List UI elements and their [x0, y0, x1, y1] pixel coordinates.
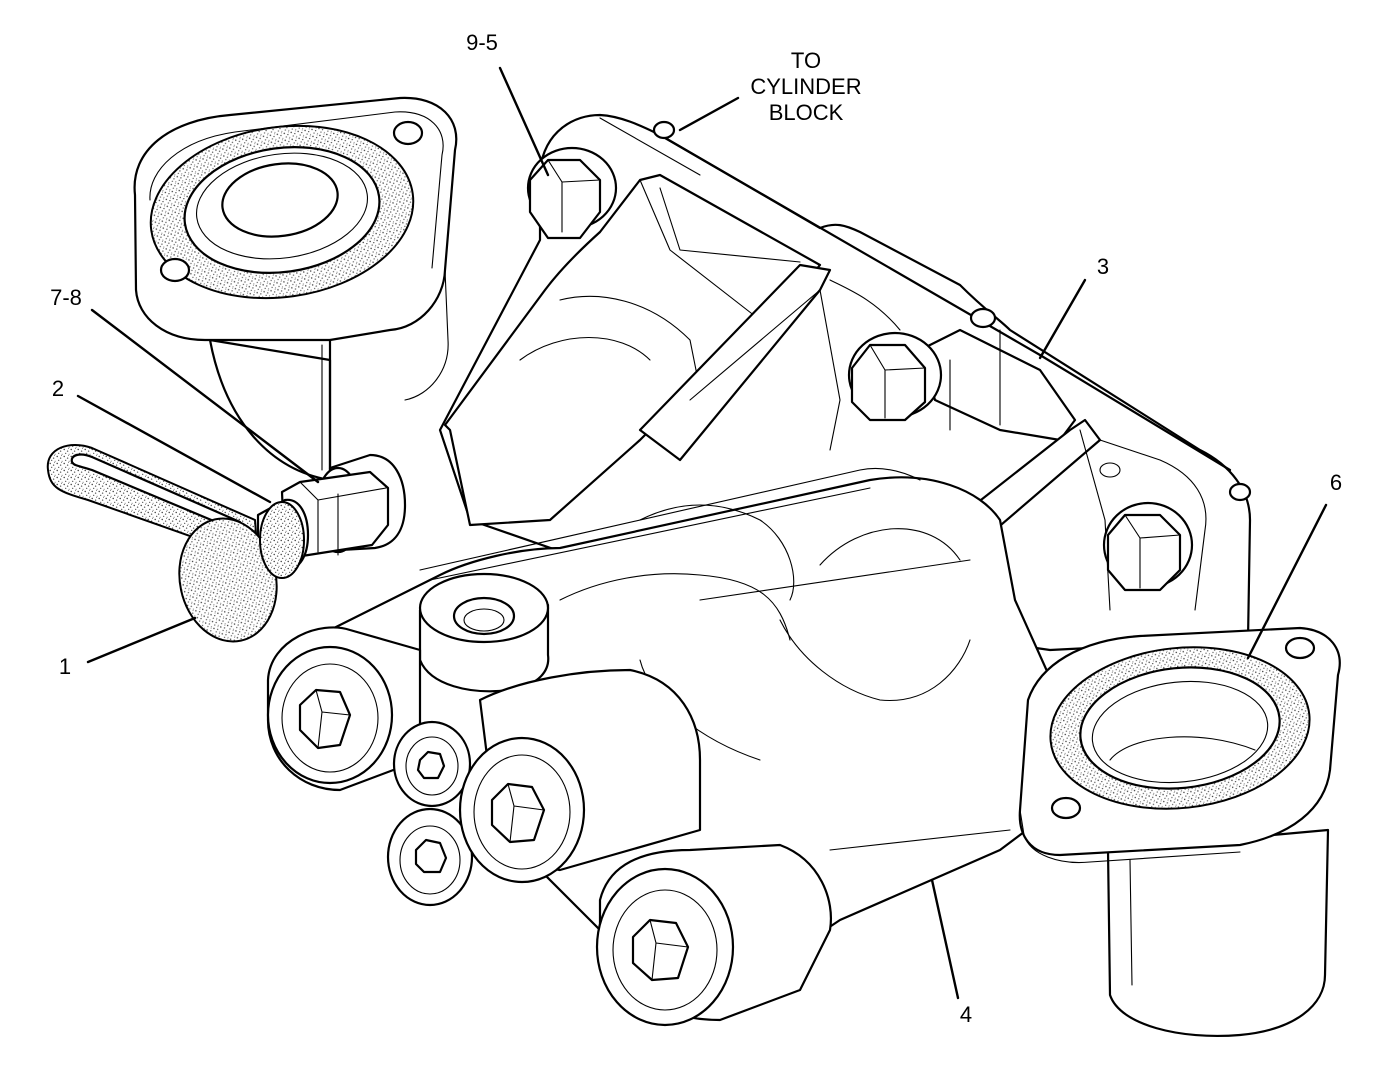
bolt-hole: [159, 257, 191, 283]
stud-end: [1228, 482, 1252, 502]
callout-labels: 9-5 TO CYLINDER BLOCK 3 7-8 2 1 6 4: [50, 30, 1342, 1027]
hex-socket: [490, 782, 546, 844]
tapped-boss: [418, 572, 550, 693]
bolt-hole: [1284, 636, 1316, 660]
leader-2: [76, 394, 272, 504]
leader-1: [86, 616, 197, 664]
leader-3: [1038, 278, 1087, 360]
hex-socket: [298, 688, 352, 750]
right-flange-elbow: [1018, 626, 1341, 1038]
bracket-housing: [438, 113, 1252, 652]
callout-1: 1: [59, 654, 71, 679]
callout-6: 6: [1330, 470, 1342, 495]
leader-6: [1246, 503, 1328, 660]
handle-1: [46, 444, 305, 643]
callout-3: 3: [1097, 254, 1109, 279]
callout-to-line2: CYLINDER: [750, 74, 861, 99]
callout-to-line3: BLOCK: [769, 100, 844, 125]
stud-end: [969, 307, 997, 329]
callout-7-8: 7-8: [50, 285, 82, 310]
bolt-hole: [1050, 796, 1082, 820]
callout-4: 4: [960, 1002, 972, 1027]
bolt-right: [1102, 501, 1194, 592]
bolt-middle: [847, 331, 943, 422]
leader-9-5: [498, 66, 550, 177]
bolt-9-5: [526, 146, 618, 240]
leader-to-cylinder-block: [678, 96, 740, 132]
callout-2: 2: [52, 376, 64, 401]
plug-boss-large-middle: [458, 668, 702, 884]
plug-boss-small-top: [392, 720, 472, 808]
plug-boss-large-bottom: [595, 843, 832, 1027]
callout-9-5: 9-5: [466, 30, 498, 55]
leader-7-8: [90, 308, 320, 484]
stud-end: [652, 120, 676, 140]
bolt-hole: [392, 120, 424, 146]
hex-socket: [631, 918, 690, 982]
callout-to-line1: TO: [791, 48, 821, 73]
plug-boss-small-bottom: [386, 807, 474, 907]
left-flange-elbow: [133, 96, 458, 482]
leader-lines: [76, 66, 1328, 1000]
plug-boss-large-left: [266, 626, 422, 792]
leader-4: [930, 878, 960, 1000]
